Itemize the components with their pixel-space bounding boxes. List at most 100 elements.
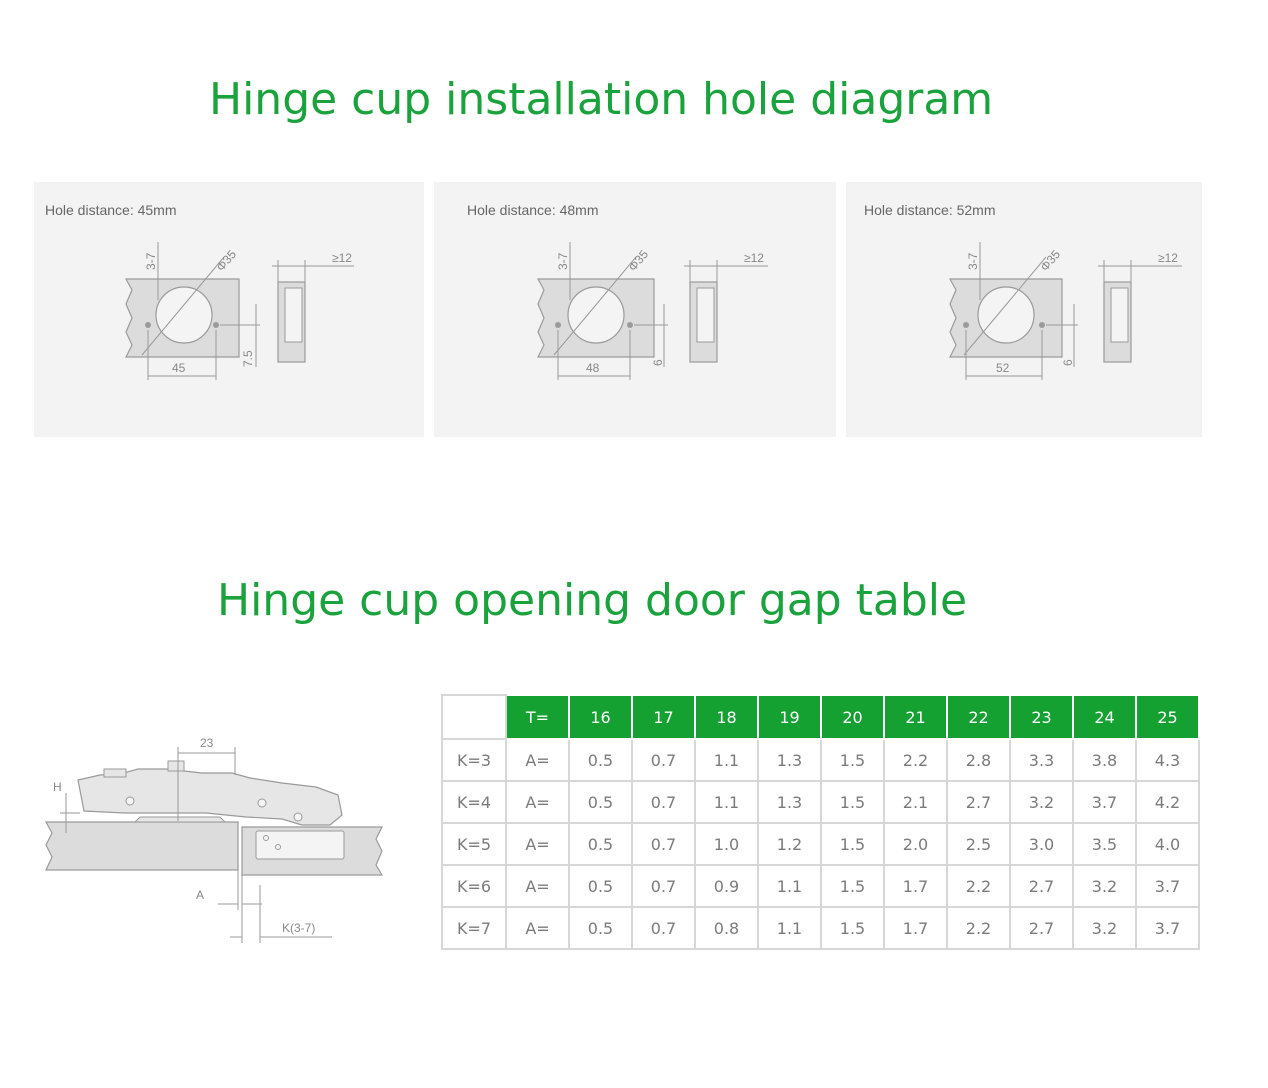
table-cell: 2.1 [883, 780, 948, 824]
row-a-label: A= [505, 906, 570, 950]
row-k-label: K=4 [441, 780, 507, 824]
table-row: K=6 A= 0.5 0.7 0.9 1.1 1.5 1.7 2.2 2.7 3… [441, 864, 1200, 908]
table-cell: 1.5 [820, 906, 885, 950]
table-cell: 2.7 [1009, 864, 1074, 908]
row-k-label: K=7 [441, 906, 507, 950]
hole-distance-label: Hole distance: 52mm [864, 202, 996, 218]
hole-diagram-drawing: 3-7 Φ35 ≥12 52 6 [948, 242, 1182, 380]
table-cell: 0.8 [694, 906, 759, 950]
table-cell: 1.1 [757, 864, 822, 908]
hole-diagram-48mm: Hole distance: 48mm 3-7 Φ35 ≥12 48 6 [434, 182, 836, 437]
header-cell: 16 [568, 694, 633, 740]
dim-h-label: H [53, 780, 62, 794]
dim-cup-depth: 3-7 [144, 252, 158, 270]
table-cell: 3.0 [1009, 822, 1074, 866]
hole-diagram-drawing: 3-7 Φ35 ≥12 45 7.5 [124, 242, 354, 380]
table-cell: 1.5 [820, 864, 885, 908]
table-cell: 3.2 [1009, 780, 1074, 824]
table-cell: 0.9 [694, 864, 759, 908]
table-cell: 1.1 [694, 780, 759, 824]
table-cell: 3.7 [1135, 906, 1200, 950]
table-cell: 1.0 [694, 822, 759, 866]
table-cell: 3.5 [1072, 822, 1137, 866]
table-cell: 3.3 [1009, 738, 1074, 782]
dim-a-label: A [196, 888, 204, 902]
section-title-installation: Hinge cup installation hole diagram [209, 74, 994, 125]
dim-cup-diameter: Φ35 [1038, 247, 1064, 274]
row-a-label: A= [505, 864, 570, 908]
dim-cup-diameter: Φ35 [626, 247, 652, 274]
header-cell: 19 [757, 694, 822, 740]
table-row: K=4 A= 0.5 0.7 1.1 1.3 1.5 2.1 2.7 3.2 3… [441, 780, 1200, 824]
dim-hole-spacing: 48 [586, 361, 600, 375]
table-cell: 0.7 [631, 738, 696, 782]
hole-distance-label: Hole distance: 48mm [467, 202, 599, 218]
header-cell: 20 [820, 694, 885, 740]
table-cell: 3.7 [1072, 780, 1137, 824]
row-k-label: K=5 [441, 822, 507, 866]
table-cell: 2.7 [1009, 906, 1074, 950]
row-a-label: A= [505, 822, 570, 866]
table-cell: 0.7 [631, 822, 696, 866]
table-cell: 3.2 [1072, 864, 1137, 908]
table-cell: 1.5 [820, 822, 885, 866]
table-cell: 1.5 [820, 738, 885, 782]
dim-cup-depth: 3-7 [556, 252, 570, 270]
dim-hole-offset: 6 [651, 359, 665, 366]
dim-hole-offset: 7.5 [241, 350, 255, 367]
table-cell: 0.7 [631, 906, 696, 950]
table-cell: 0.5 [568, 864, 633, 908]
table-cell: 0.5 [568, 738, 633, 782]
header-cell: 25 [1135, 694, 1200, 740]
table-cell: 2.0 [883, 822, 948, 866]
table-cell: 1.3 [757, 738, 822, 782]
hole-distance-label: Hole distance: 45mm [45, 202, 177, 218]
table-cell: 1.5 [820, 780, 885, 824]
dim-cup-depth: 3-7 [966, 252, 980, 270]
header-cell: 17 [631, 694, 696, 740]
table-cell: 2.8 [946, 738, 1011, 782]
row-k-label: K=6 [441, 864, 507, 908]
table-header-row: T= 16 17 18 19 20 21 22 23 24 25 [441, 694, 1200, 740]
dim-hole-spacing: 45 [172, 361, 186, 375]
header-cell: 24 [1072, 694, 1137, 740]
table-cell: 2.2 [946, 906, 1011, 950]
table-cell: 1.2 [757, 822, 822, 866]
row-a-label: A= [505, 780, 570, 824]
hole-diagram-45mm: Hole distance: 45mm 3-7 Φ35 ≥12 45 7.5 [34, 182, 424, 437]
header-cell: 21 [883, 694, 948, 740]
table-cell: 2.7 [946, 780, 1011, 824]
table-cell: 1.7 [883, 864, 948, 908]
table-cell: 3.8 [1072, 738, 1137, 782]
dim-edge-distance: ≥12 [332, 251, 352, 265]
table-row: K=3 A= 0.5 0.7 1.1 1.3 1.5 2.2 2.8 3.3 3… [441, 738, 1200, 782]
dim-k-label: K(3-7) [282, 921, 315, 935]
header-t-label: T= [505, 694, 570, 740]
table-cell: 1.1 [757, 906, 822, 950]
table-cell: 0.5 [568, 822, 633, 866]
header-cell: 22 [946, 694, 1011, 740]
table-cell: 4.3 [1135, 738, 1200, 782]
table-cell: 4.0 [1135, 822, 1200, 866]
hole-diagram-drawing: 3-7 Φ35 ≥12 48 6 [536, 242, 768, 380]
table-cell: 2.5 [946, 822, 1011, 866]
header-cell: 18 [694, 694, 759, 740]
table-cell: 2.2 [946, 864, 1011, 908]
hinge-side-diagram: 23 H A K(3-7) [44, 736, 384, 943]
table-cell: 2.2 [883, 738, 948, 782]
table-cell: 3.7 [1135, 864, 1200, 908]
table-row: K=7 A= 0.5 0.7 0.8 1.1 1.5 1.7 2.2 2.7 3… [441, 906, 1200, 950]
table-cell: 0.7 [631, 780, 696, 824]
table-cell: 3.2 [1072, 906, 1137, 950]
row-a-label: A= [505, 738, 570, 782]
section-title-door-gap: Hinge cup opening door gap table [217, 575, 968, 626]
dim-hole-offset: 6 [1061, 359, 1075, 366]
dim-hole-spacing: 52 [996, 361, 1010, 375]
door-gap-table: T= 16 17 18 19 20 21 22 23 24 25 K=3 A= … [441, 694, 1200, 950]
table-row: K=5 A= 0.5 0.7 1.0 1.2 1.5 2.0 2.5 3.0 3… [441, 822, 1200, 866]
dim-cup-diameter: Φ35 [214, 247, 240, 274]
table-cell: 1.1 [694, 738, 759, 782]
header-cell: 23 [1009, 694, 1074, 740]
table-cell: 0.5 [568, 906, 633, 950]
hole-diagram-52mm: Hole distance: 52mm 3-7 Φ35 ≥12 52 6 [846, 182, 1202, 437]
